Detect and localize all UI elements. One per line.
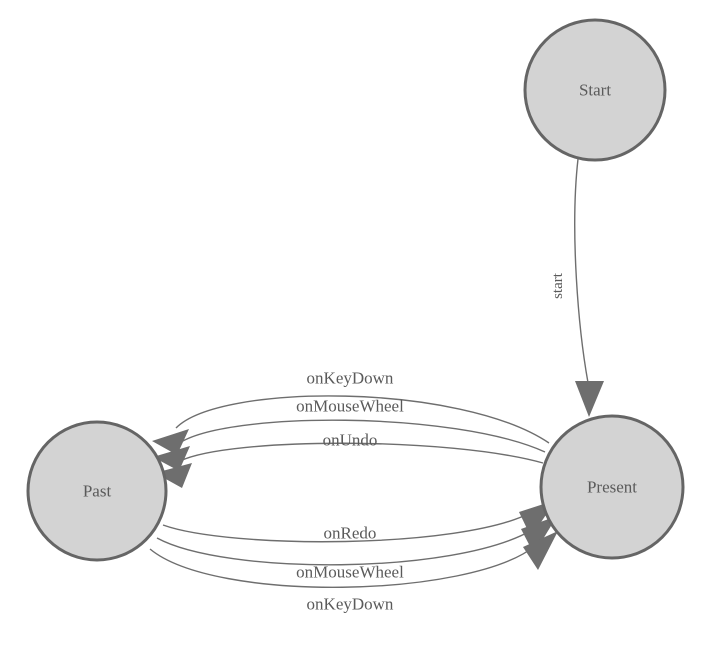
node-start-label: Start (579, 81, 611, 100)
edge-present-to-past-onundo[interactable]: onUndo (155, 431, 544, 489)
node-start[interactable]: Start (523, 18, 667, 162)
edge-past-to-present-onkeydown[interactable]: onKeyDown (149, 531, 558, 614)
node-present-label: Present (587, 478, 637, 497)
edge-label-start: start (550, 272, 566, 299)
edge-start-to-present-path (574, 158, 590, 389)
node-past-circle (26, 420, 168, 562)
edge-label-past-present-onmousewheel: onMouseWheel (296, 563, 404, 582)
node-start-circle (523, 18, 667, 162)
edge-label-present-past-onmousewheel: onMouseWheel (296, 397, 404, 416)
edge-present-to-past-onundo-path (179, 442, 544, 464)
edge-present-to-past-onmousewheel-path (177, 419, 546, 453)
edge-past-to-present-onkeydown-path (149, 545, 536, 589)
edge-label-present-past-onkeydown: onKeyDown (307, 369, 394, 388)
node-past[interactable]: Past (26, 420, 168, 562)
edge-present-to-past-onkeydown[interactable]: onKeyDown (152, 369, 550, 456)
edge-present-to-past-onundo-arrowhead (155, 463, 192, 488)
node-past-label: Past (83, 482, 112, 501)
edge-past-to-present-onredo[interactable]: onRedo (162, 500, 556, 543)
edge-past-to-present-onkeydown-arrowhead (523, 531, 558, 570)
edge-past-to-present-onredo-path (162, 512, 531, 543)
edge-label-past-present-onredo: onRedo (324, 524, 377, 543)
edge-start-to-present[interactable]: start (550, 158, 604, 417)
edge-past-to-present-onmousewheel-path (156, 529, 533, 566)
edge-present-to-past-onmousewheel[interactable]: onMouseWheel (153, 397, 546, 472)
node-present[interactable]: Present (539, 414, 685, 560)
edge-present-to-past-onmousewheel-arrowhead (153, 446, 190, 471)
edge-label-present-past-onundo: onUndo (323, 431, 378, 450)
edge-start-to-present-arrowhead (575, 381, 604, 417)
edge-present-to-past-onkeydown-path (175, 395, 550, 444)
edge-label-past-present-onkeydown: onKeyDown (307, 595, 394, 614)
node-present-circle (539, 414, 685, 560)
edge-present-to-past-onkeydown-arrowhead (152, 429, 189, 455)
